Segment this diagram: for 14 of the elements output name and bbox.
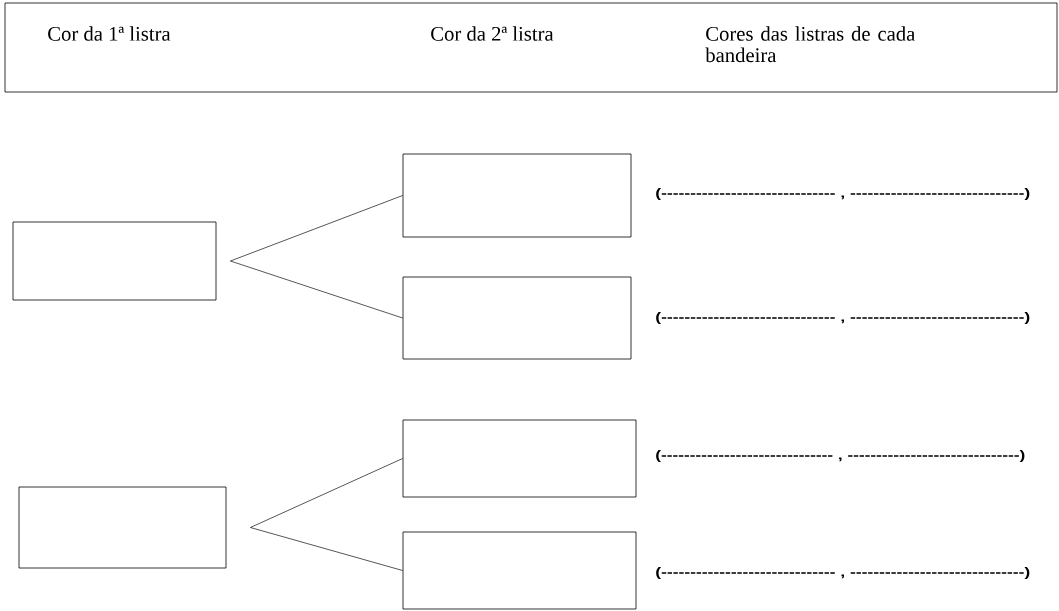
answer-box: [402, 531, 637, 610]
header-box: [4, 2, 1058, 93]
connector-line: [250, 458, 403, 528]
connector-line: [250, 527, 403, 571]
answer-box: [18, 486, 227, 569]
answer-box: [402, 153, 632, 238]
column-heading: Cores das listras de cada bandeira: [705, 26, 916, 63]
connector-line: [230, 260, 403, 319]
answer-box: [402, 276, 632, 360]
column-heading: Cor da 2ª listra: [431, 26, 554, 41]
column-heading: Cor da 1ª listra: [48, 26, 171, 41]
connector-line: [230, 195, 403, 262]
answer-box: [12, 221, 217, 301]
answer-box: [402, 419, 637, 498]
